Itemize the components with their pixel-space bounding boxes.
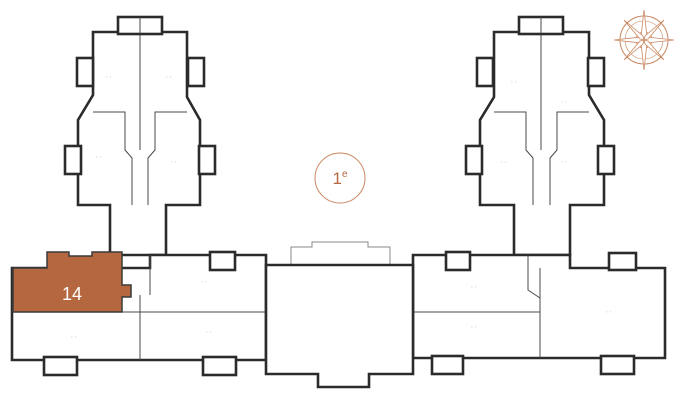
svg-text:··: ·· bbox=[95, 151, 102, 163]
floor-number: 1 bbox=[332, 169, 341, 188]
svg-text:··: ·· bbox=[470, 321, 477, 333]
left-tower-windows bbox=[63, 15, 217, 176]
svg-text:··: ·· bbox=[165, 71, 172, 83]
compass-rose-icon bbox=[613, 9, 675, 71]
right-tower-windows bbox=[464, 15, 616, 176]
svg-text:··: ·· bbox=[605, 306, 612, 318]
unit-14-label: 14 bbox=[62, 284, 82, 304]
svg-text:··: ·· bbox=[500, 156, 507, 168]
floor-suffix: e bbox=[342, 169, 348, 180]
svg-text:··: ·· bbox=[205, 326, 212, 338]
ghost-unit-labels: ·· ·· ·· ·· ·· ·· ·· ·· ·· ·· ·· ·· ·· ·… bbox=[70, 71, 612, 343]
svg-text:··: ·· bbox=[510, 76, 517, 88]
central-block bbox=[264, 241, 415, 389]
right-tower bbox=[478, 30, 606, 257]
svg-text:··: ·· bbox=[170, 156, 177, 168]
svg-text:··: ·· bbox=[70, 331, 77, 343]
floor-indicator: 1e bbox=[314, 152, 366, 204]
lower-right-wing bbox=[411, 250, 667, 376]
svg-text:··: ·· bbox=[560, 156, 567, 168]
svg-text:··: ·· bbox=[560, 96, 567, 108]
unit-14[interactable]: 14 bbox=[12, 251, 132, 313]
svg-text:1e: 1e bbox=[332, 169, 347, 188]
svg-text:··: ·· bbox=[470, 281, 477, 293]
svg-text:··: ·· bbox=[200, 276, 207, 288]
left-tower bbox=[76, 30, 202, 257]
svg-text:··: ·· bbox=[105, 71, 112, 83]
